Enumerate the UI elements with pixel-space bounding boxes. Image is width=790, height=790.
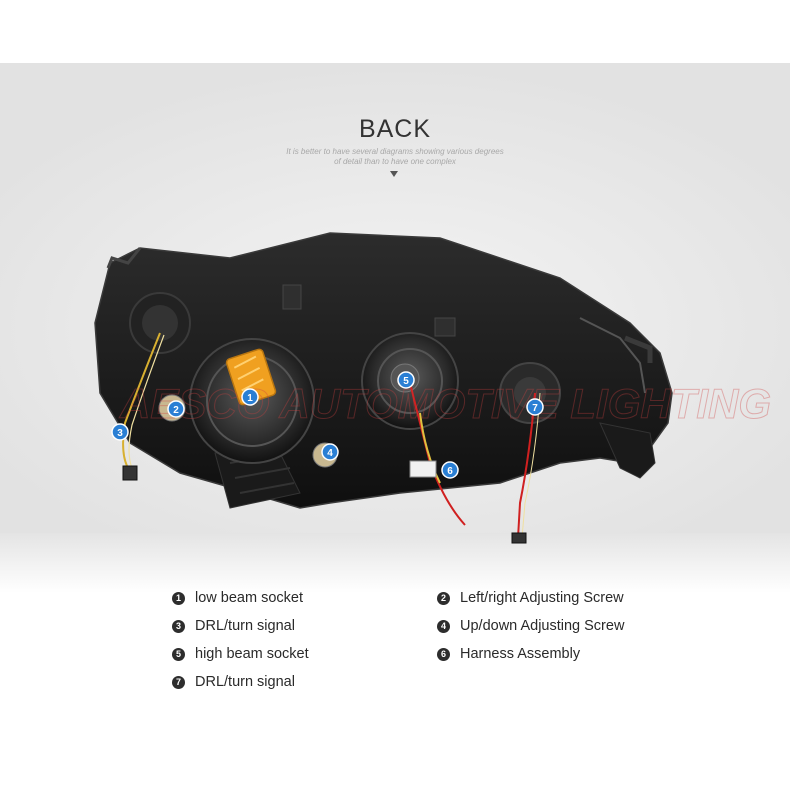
legend-number: 4 xyxy=(437,619,450,633)
svg-text:6: 6 xyxy=(447,466,453,477)
callout-6: 6 xyxy=(441,461,459,479)
legend-label: DRL/turn signal xyxy=(195,618,295,634)
legend-item-7: 7 DRL/turn signal xyxy=(172,672,295,692)
legend-item-5: 5 high beam socket xyxy=(172,644,309,664)
headlight-back-illustration: AESCO AUTOMOTIVE LIGHTING 1 2 3 4 5 6 xyxy=(94,232,772,544)
wire-yellow-left xyxy=(122,332,161,469)
callout-4: 4 xyxy=(321,443,339,461)
legend-number: 2 xyxy=(437,591,450,605)
legend-label: Up/down Adjusting Screw xyxy=(460,618,625,634)
legend-label: Left/right Adjusting Screw xyxy=(460,590,624,606)
down-arrow-icon xyxy=(390,171,398,177)
callout-7: 7 xyxy=(526,398,544,416)
svg-text:3: 3 xyxy=(117,428,123,439)
subtitle: It is better to have several diagrams sh… xyxy=(255,147,535,167)
callout-5: 5 xyxy=(397,371,415,389)
page-title: BACK xyxy=(358,115,432,143)
svg-text:1: 1 xyxy=(247,393,253,404)
watermark: AESCO AUTOMOTIVE LIGHTING xyxy=(119,380,771,427)
legend-label: Harness Assembly xyxy=(460,646,581,662)
floor-reflection xyxy=(0,533,790,593)
legend-number: 3 xyxy=(172,619,185,633)
svg-text:2: 2 xyxy=(173,405,179,416)
legend-number: 7 xyxy=(172,675,185,689)
legend-label: high beam socket xyxy=(195,646,309,662)
legend-label: DRL/turn signal xyxy=(195,674,295,690)
legend-number: 5 xyxy=(172,647,185,661)
legend-item-2: 2 Left/right Adjusting Screw xyxy=(437,588,624,608)
callout-1: 1 xyxy=(241,388,259,406)
subtitle-line-2: of detail than to have one complex xyxy=(334,157,456,166)
svg-text:4: 4 xyxy=(327,448,333,459)
legend-item-6: 6 Harness Assembly xyxy=(437,644,580,664)
legend-number: 1 xyxy=(172,591,185,605)
legend-number: 6 xyxy=(437,647,450,661)
legend-item-3: 3 DRL/turn signal xyxy=(172,616,295,636)
subtitle-line-1: It is better to have several diagrams sh… xyxy=(286,147,504,156)
orange-bulb-socket xyxy=(225,348,277,406)
legend: 1 low beam socket 2 Left/right Adjusting… xyxy=(0,588,790,718)
legend-item-4: 4 Up/down Adjusting Screw xyxy=(437,616,624,636)
legend-item-1: 1 low beam socket xyxy=(172,588,303,608)
svg-text:5: 5 xyxy=(403,376,409,387)
svg-text:7: 7 xyxy=(532,403,538,414)
harness-connector xyxy=(409,460,437,478)
callout-2: 2 xyxy=(167,400,185,418)
legend-label: low beam socket xyxy=(195,590,303,606)
product-image-frame: BACK It is better to have several diagra… xyxy=(0,63,790,727)
callout-3: 3 xyxy=(111,423,129,441)
